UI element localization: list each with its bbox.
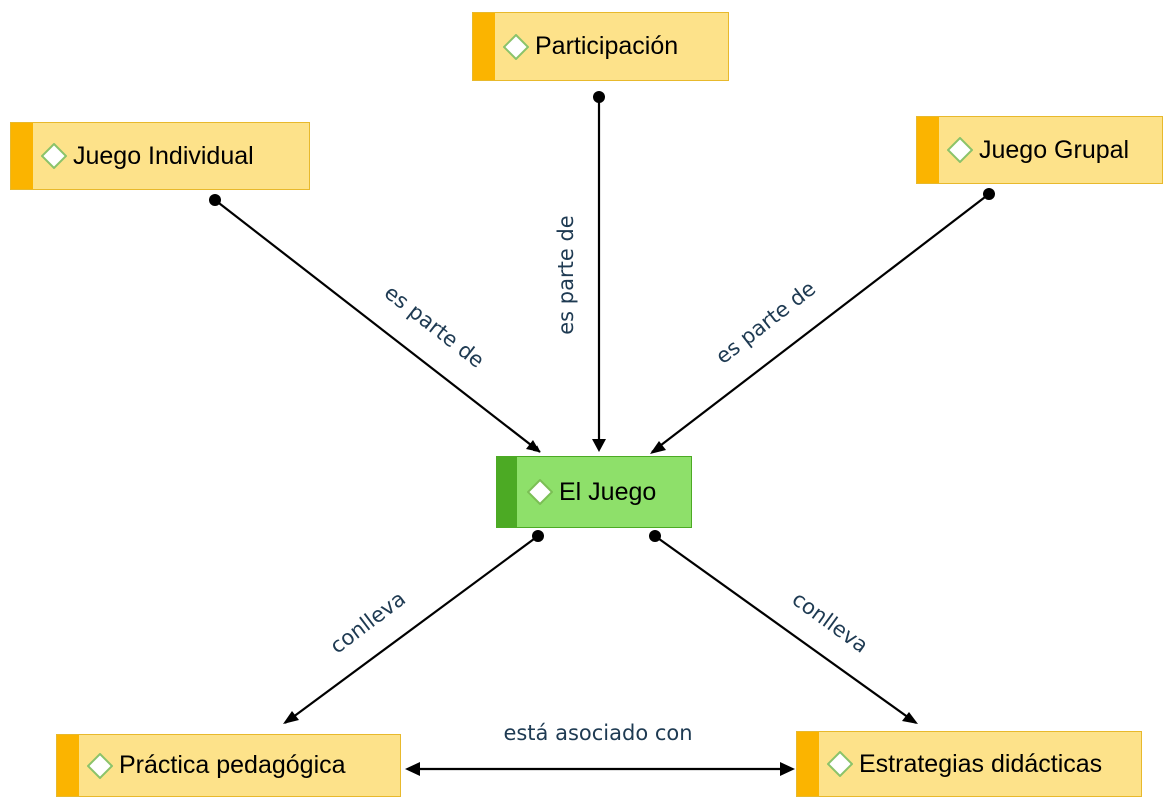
node-accent-bar <box>11 123 33 189</box>
node-label: Juego Individual <box>73 141 254 170</box>
node-accent-bar <box>917 117 939 183</box>
edge-label-asociado: está asociado con <box>503 721 692 745</box>
edge-participacion-to-juego[interactable]: es parte de <box>554 91 606 452</box>
node-accent-bar <box>497 457 517 527</box>
diamond-icon <box>827 751 853 777</box>
node-label: Juego Grupal <box>979 135 1130 164</box>
node-participacion[interactable]: Participación <box>472 12 729 81</box>
diamond-icon <box>947 137 973 163</box>
node-accent-bar <box>473 13 495 80</box>
node-juego-grupal[interactable]: Juego Grupal <box>916 116 1163 184</box>
node-practica-pedagogica[interactable]: Práctica pedagógica <box>56 734 401 797</box>
node-label: Estrategias didácticas <box>859 749 1103 778</box>
node-juego-individual[interactable]: Juego Individual <box>10 122 310 190</box>
arrowhead-icon <box>526 440 540 452</box>
arrowhead-icon <box>592 439 606 452</box>
edge-label-grupal: es parte de <box>711 276 820 368</box>
arrowhead-icon <box>780 762 795 776</box>
edge-label-participacion: es parte de <box>554 215 578 334</box>
node-label: Participación <box>535 32 679 60</box>
diamond-icon <box>527 479 553 505</box>
diamond-icon <box>503 33 529 60</box>
edge-juego-to-practica[interactable]: conlleva <box>283 530 544 724</box>
diamond-icon <box>87 752 113 779</box>
arrowhead-icon <box>650 441 666 454</box>
node-estrategias-didacticas[interactable]: Estrategias didácticas <box>796 731 1142 797</box>
node-label: Práctica pedagógica <box>119 751 346 779</box>
node-label: El Juego <box>559 477 657 506</box>
arrowhead-icon <box>902 712 918 724</box>
edge-individual-to-juego[interactable]: es parte de <box>209 194 541 453</box>
edge-practica-estrategias[interactable]: está asociado con <box>405 721 795 776</box>
arrowhead-icon <box>283 711 299 724</box>
node-accent-bar <box>797 732 819 796</box>
edge-label-estrategias: conlleva <box>788 587 873 658</box>
edge-label-individual: es parte de <box>380 280 489 372</box>
arrowhead-icon <box>405 762 420 776</box>
diamond-icon <box>41 143 67 169</box>
edge-grupal-to-juego[interactable]: es parte de <box>650 188 995 454</box>
edge-label-practica: conlleva <box>326 586 410 658</box>
edge-juego-to-estrategias[interactable]: conlleva <box>649 530 918 724</box>
node-el-juego[interactable]: El Juego <box>496 456 692 528</box>
node-accent-bar <box>57 735 79 796</box>
